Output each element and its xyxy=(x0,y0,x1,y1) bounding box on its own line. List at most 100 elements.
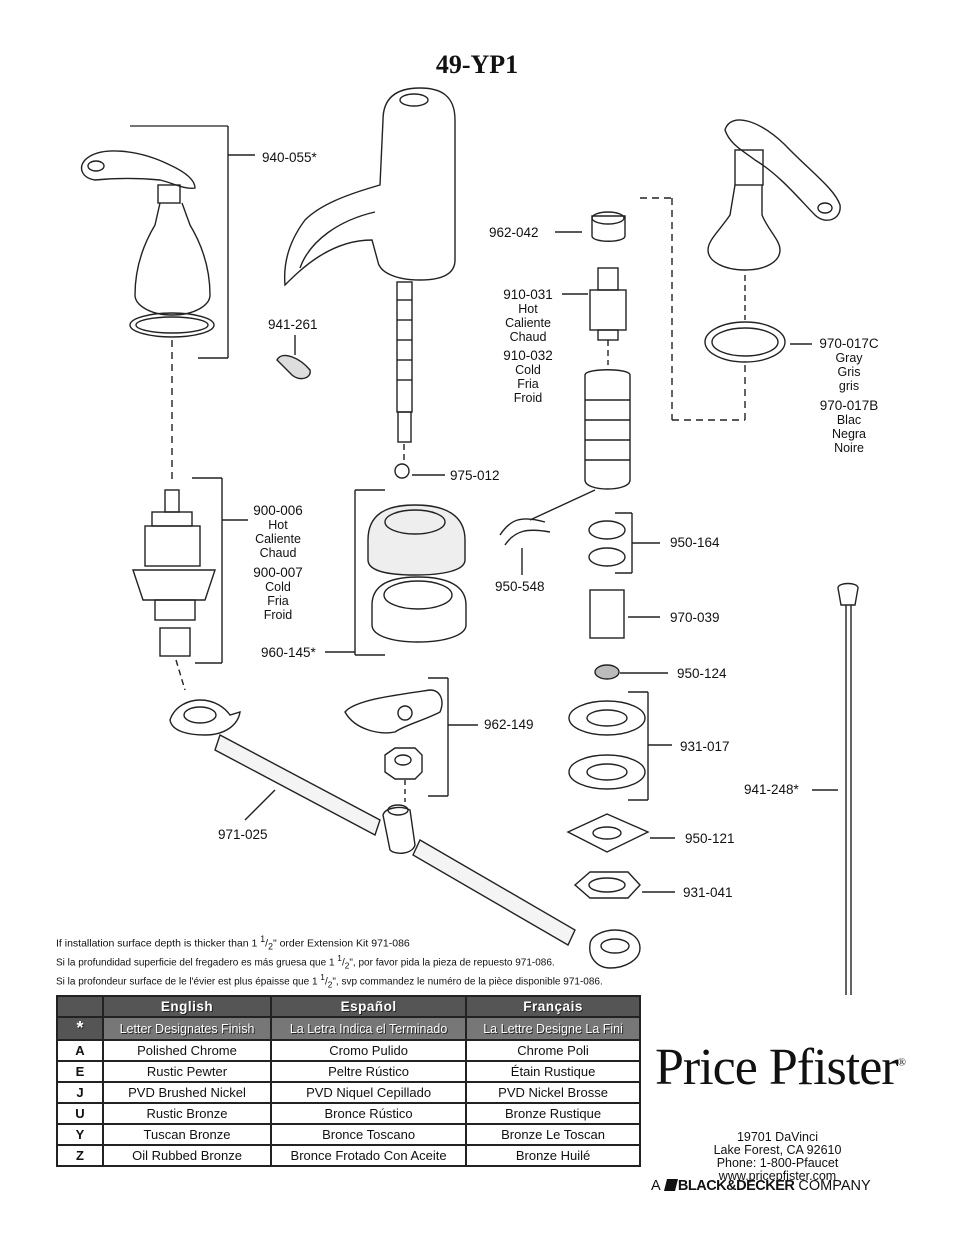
label-950-124: 950-124 xyxy=(677,666,727,681)
label-971-025: 971-025 xyxy=(218,827,268,842)
part-sub-negra: Negra xyxy=(831,427,867,441)
label-970-017C: 970-017C Gray Gris gris xyxy=(815,336,883,394)
finish-english: Oil Rubbed Bronze xyxy=(101,1144,273,1167)
header-blank xyxy=(56,995,104,1018)
address-city: Lake Forest, CA 92610 xyxy=(713,1143,842,1157)
finish-francais: Étain Rustique xyxy=(465,1060,641,1083)
part-sub-blac: Blac xyxy=(836,413,862,427)
part-sub-noire: Noire xyxy=(834,441,864,455)
label-950-164: 950-164 xyxy=(670,535,720,550)
address-street: 19701 DaVinci xyxy=(736,1130,819,1144)
part-sub-cold: Cold xyxy=(265,580,291,594)
fraction-denominator: 2 xyxy=(344,960,350,971)
table-row: J PVD Brushed Nickel PVD Niquel Cepillad… xyxy=(56,1081,641,1104)
company-name: BLACK&DECKER xyxy=(677,1178,795,1194)
left-handle-drawing xyxy=(80,150,215,338)
price-pfister-logo: Price Pfister® xyxy=(655,1038,906,1097)
finish-code: J xyxy=(56,1081,104,1104)
finish-english: Rustic Bronze xyxy=(101,1102,273,1125)
finish-francais: Chrome Poli xyxy=(465,1039,641,1062)
parent-company-line: A BLACK&DECKER COMPANY xyxy=(651,1178,871,1194)
finish-espanol: PVD Niquel Cepillado xyxy=(270,1081,468,1104)
finish-espanol: Cromo Pulido xyxy=(270,1039,468,1062)
header-espanol: Español xyxy=(270,995,468,1018)
table-row: Z Oil Rubbed Bronze Bronce Frotado Con A… xyxy=(56,1144,641,1167)
table-row: Y Tuscan Bronze Bronce Toscano Bronze Le… xyxy=(56,1123,641,1146)
part-number: 970-017B xyxy=(819,398,879,413)
address-phone: Phone: 1-800-Pfaucet xyxy=(716,1156,839,1170)
table-row: E Rustic Pewter Peltre Rústico Étain Rus… xyxy=(56,1060,641,1083)
label-900-007: 900-007 Cold Fria Froid xyxy=(248,565,308,623)
legend-espanol: La Letra Indica el Terminado xyxy=(270,1016,468,1041)
finish-francais: Bronze Le Toscan xyxy=(465,1123,641,1146)
label-931-017: 931-017 xyxy=(680,739,730,754)
finish-header-row: English Español Français xyxy=(56,995,641,1018)
label-950-548: 950-548 xyxy=(495,579,545,594)
company-address: 19701 DaVinci Lake Forest, CA 92610 Phon… xyxy=(690,1131,865,1183)
part-number: 970-017C xyxy=(819,336,879,351)
label-941-248: 941-248* xyxy=(744,782,799,797)
finish-francais: Bronze Huilé xyxy=(465,1144,641,1167)
right-handle-drawing xyxy=(704,119,841,363)
right-valve-drawing xyxy=(566,211,650,899)
note-english: If installation surface depth is thicker… xyxy=(56,934,410,952)
fraction-numerator: 1 xyxy=(337,953,342,963)
label-950-121: 950-121 xyxy=(685,831,735,846)
note-text: ", por favor pida la pieza de repuesto 9… xyxy=(349,957,555,969)
note-spanish: Si la profundidad superficie del fregade… xyxy=(56,953,555,971)
logo-text: Price Pfister xyxy=(655,1039,899,1096)
finish-espanol: Bronce Rústico xyxy=(270,1102,468,1125)
note-text: " order Extension Kit 971-086 xyxy=(272,937,410,950)
exploded-parts-diagram xyxy=(80,87,859,995)
finish-english: PVD Brushed Nickel xyxy=(101,1081,273,1104)
label-962-149: 962-149 xyxy=(484,717,534,732)
label-975-012: 975-012 xyxy=(450,468,500,483)
legend-francais: La Lettre Designe La Fini xyxy=(465,1016,641,1041)
label-960-145: 960-145* xyxy=(261,645,316,660)
part-sub-hot: Hot xyxy=(268,518,288,532)
part-sub-cold: Cold xyxy=(515,363,541,377)
note-text: Si la profundidad superficie del fregade… xyxy=(56,957,338,969)
company-prefix: A xyxy=(651,1178,660,1194)
part-number: 900-006 xyxy=(253,503,303,518)
page-title: 49-YP1 xyxy=(435,50,519,79)
finish-francais: Bronze Rustique xyxy=(465,1102,641,1125)
note-text: Si la profondeur surface de le l'évier e… xyxy=(56,976,321,988)
header-english: English xyxy=(101,995,273,1018)
part-sub-caliente: Caliente xyxy=(255,532,301,546)
finish-espanol: Bronce Frotado Con Aceite xyxy=(270,1144,468,1167)
company-suffix: COMPANY xyxy=(798,1178,871,1194)
part-sub-gris-fr: gris xyxy=(838,379,860,393)
address-website: www.pricepfister.com xyxy=(718,1169,837,1183)
table-row: A Polished Chrome Cromo Pulido Chrome Po… xyxy=(56,1039,641,1062)
part-sub-fria: Fria xyxy=(517,377,539,391)
part-sub-froid: Froid xyxy=(263,608,293,622)
label-941-261: 941-261 xyxy=(268,317,318,332)
note-french: Si la profondeur surface de le l'évier e… xyxy=(56,972,603,990)
finish-code: Z xyxy=(56,1144,104,1167)
fraction-numerator: 1 xyxy=(260,934,266,944)
part-number: 900-007 xyxy=(253,565,303,580)
part-sub-chaud: Chaud xyxy=(259,546,297,560)
left-valve-drawing xyxy=(132,489,216,657)
note-text: If installation surface depth is thicker… xyxy=(56,937,261,950)
finish-espanol: Bronce Toscano xyxy=(270,1123,468,1146)
finish-legend-row: * Letter Designates Finish La Letra Indi… xyxy=(56,1016,641,1041)
label-962-042: 962-042 xyxy=(489,225,539,240)
finish-code: A xyxy=(56,1039,104,1062)
fraction-numerator: 1 xyxy=(320,972,325,982)
finish-english: Polished Chrome xyxy=(101,1039,273,1062)
finish-table: English Español Français * Letter Design… xyxy=(56,995,641,1167)
registered-mark: ® xyxy=(897,1056,906,1069)
table-row: U Rustic Bronze Bronce Rústico Bronze Ru… xyxy=(56,1102,641,1125)
label-900-006: 900-006 Hot Caliente Chaud xyxy=(248,503,308,561)
asterisk-code: * xyxy=(56,1016,104,1041)
label-970-039: 970-039 xyxy=(670,610,720,625)
note-text: ", svp commandez le numéro de la pièce d… xyxy=(332,976,603,988)
part-sub-froid: Froid xyxy=(513,391,543,405)
part-number: 910-031 xyxy=(503,287,553,302)
part-sub-fria: Fria xyxy=(267,594,289,608)
finish-english: Tuscan Bronze xyxy=(101,1123,273,1146)
hose-drawing xyxy=(169,699,641,969)
part-sub-caliente: Caliente xyxy=(505,316,551,330)
